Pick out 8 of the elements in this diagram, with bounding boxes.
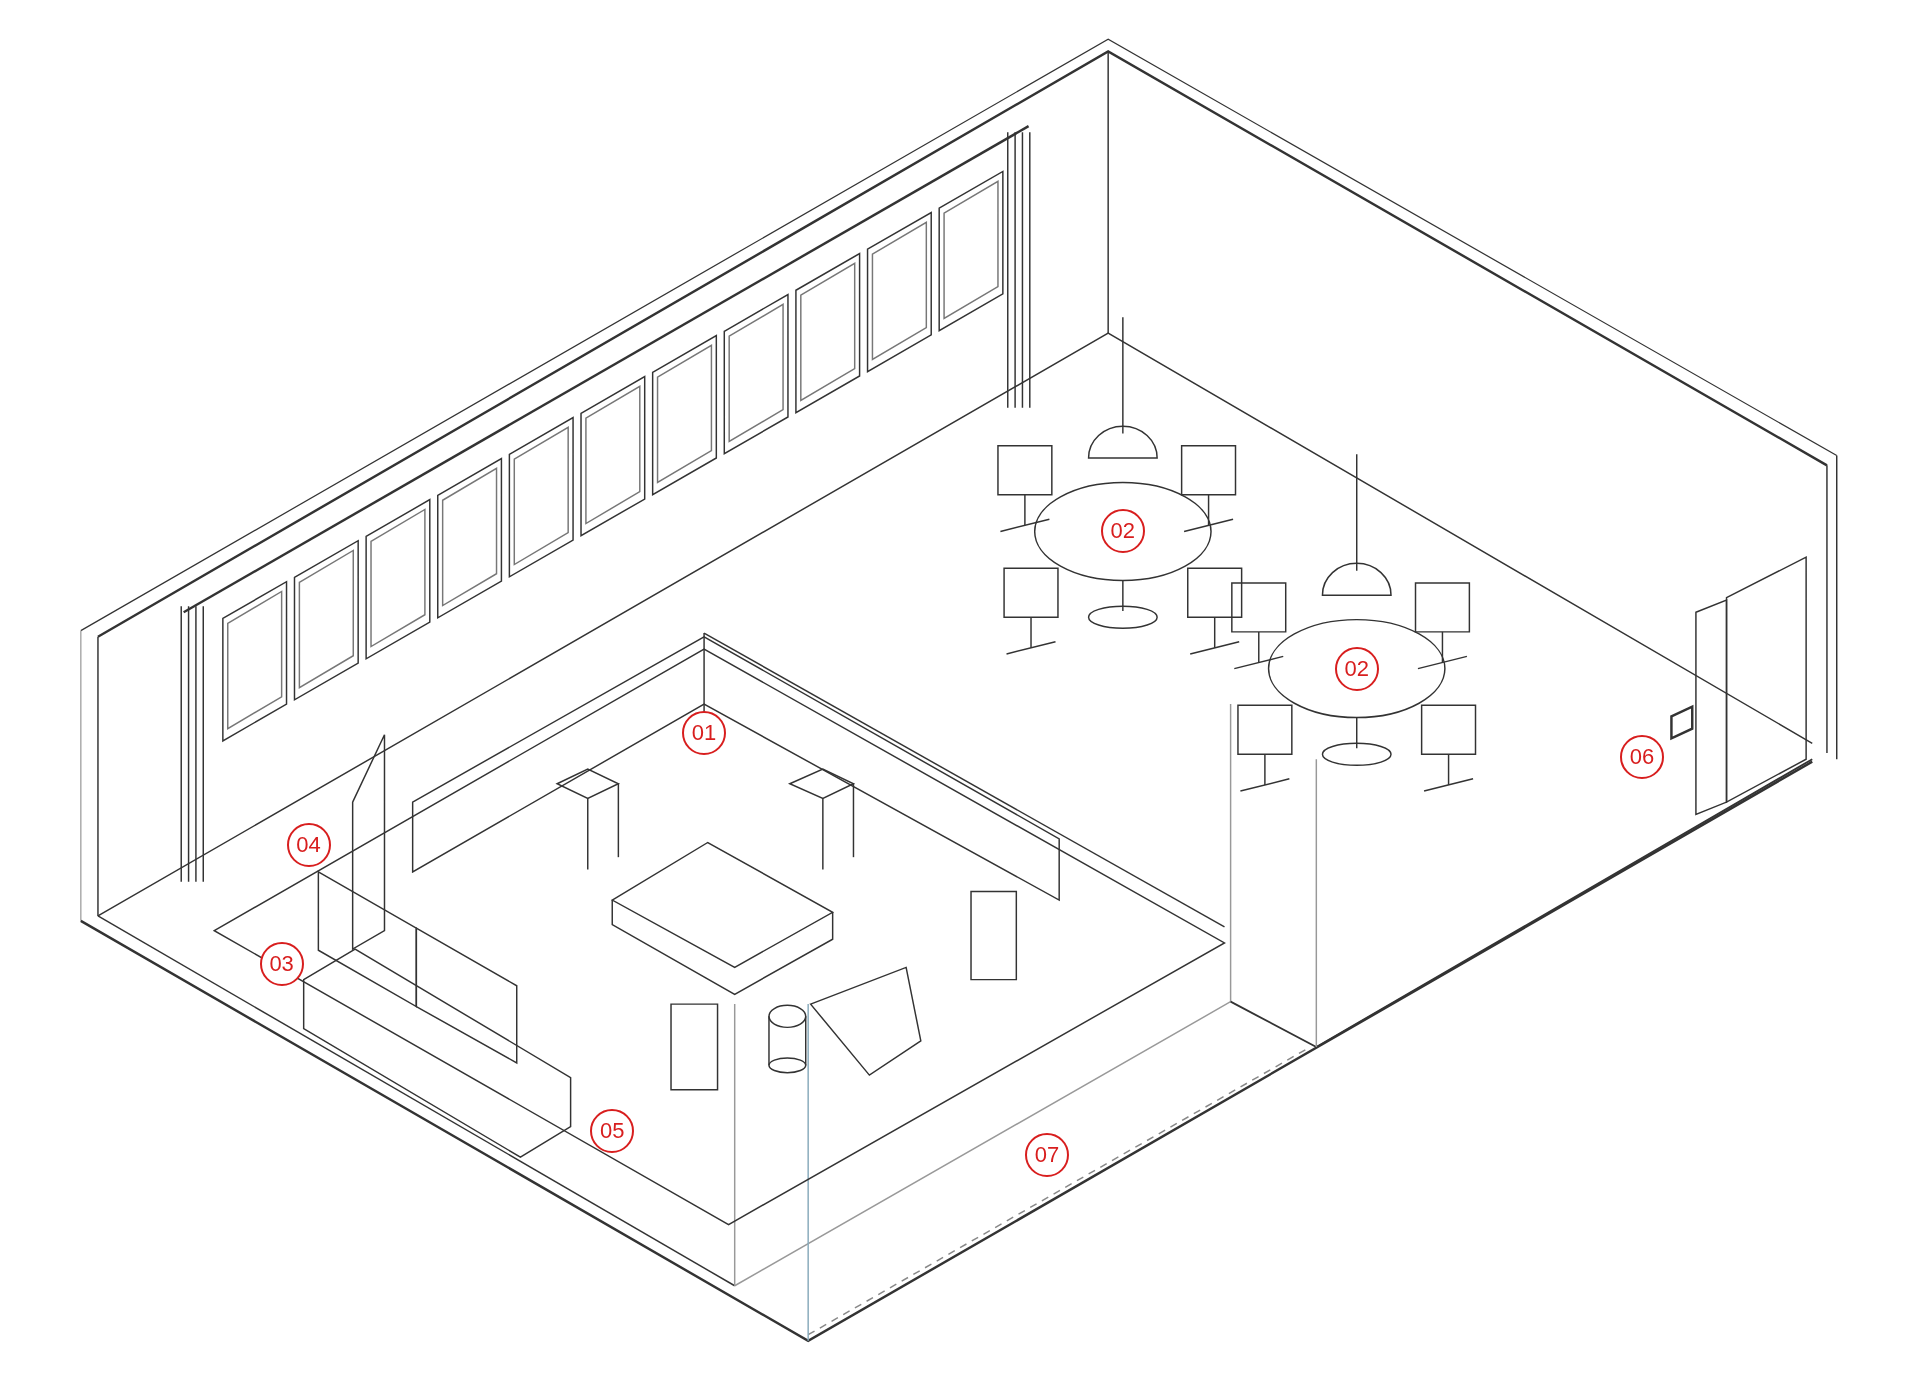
callout-number: 02 <box>1100 509 1145 554</box>
callout-number: 05 <box>590 1109 635 1154</box>
callout-number: 04 <box>286 822 331 867</box>
callout-number: 07 <box>1024 1132 1069 1177</box>
callout-number: 02 <box>1334 646 1379 691</box>
callout-number: 06 <box>1620 734 1665 779</box>
callout-number: 03 <box>259 941 304 986</box>
callout-number: 01 <box>682 711 727 756</box>
